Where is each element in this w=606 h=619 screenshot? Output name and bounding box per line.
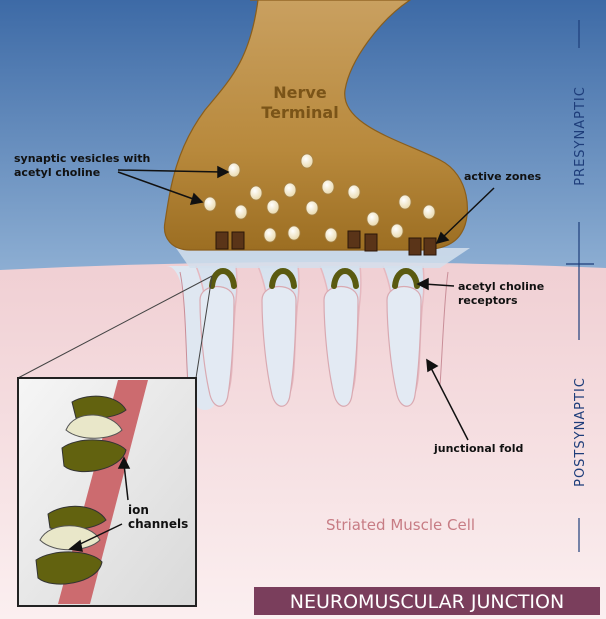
receptors-label-line2: receptors: [458, 294, 518, 307]
ion-channels-label-line2: channels: [128, 517, 188, 531]
ion-channels-label-line1: ion: [128, 503, 149, 517]
postsynaptic-label: POSTSYNAPTIC: [573, 377, 588, 487]
active-zones-label: active zones: [464, 170, 542, 183]
ion-channel-inset: ion channels: [18, 378, 196, 606]
vesicles-label-line2: acetyl choline: [14, 166, 100, 179]
muscle-cell-label: Striated Muscle Cell: [326, 516, 475, 534]
nerve-terminal-label-line1: Nerve: [273, 83, 327, 102]
diagram-title: NEUROMUSCULAR JUNCTION: [290, 591, 564, 613]
receptors-label-line1: acetyl choline: [458, 280, 544, 293]
vesicles-label-line1: synaptic vesicles with: [14, 152, 150, 165]
presynaptic-label: PRESYNAPTIC: [573, 86, 588, 186]
junctional-fold-label: junctional fold: [433, 442, 523, 455]
nerve-terminal-label-line2: Terminal: [261, 103, 338, 122]
